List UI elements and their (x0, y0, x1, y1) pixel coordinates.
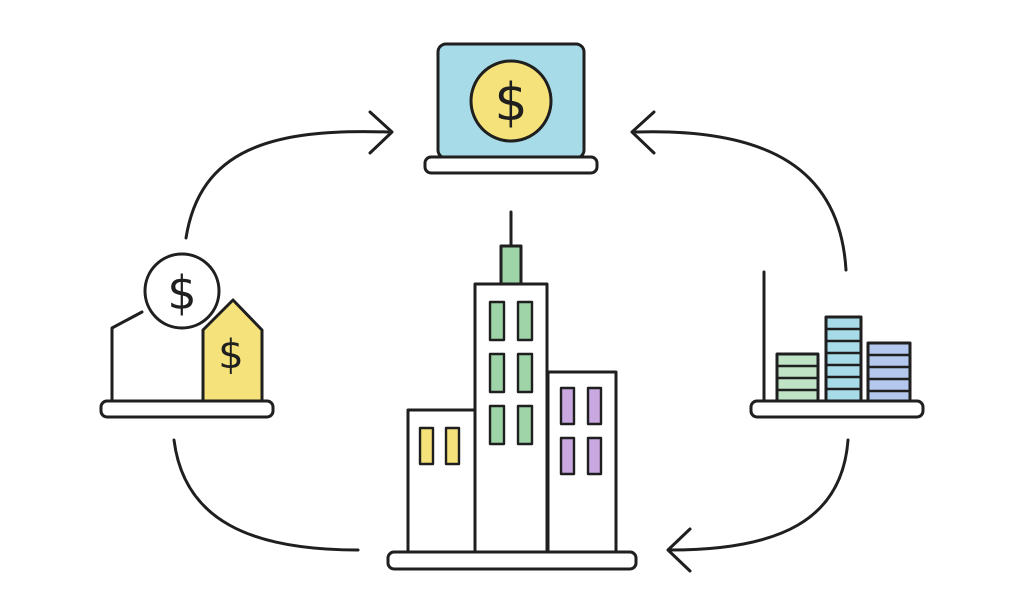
right-platform (749, 399, 925, 419)
left-building (406, 408, 478, 555)
laptop-coin-symbol: $ (494, 73, 527, 133)
arrow-chart-to-city (668, 438, 850, 552)
tower-window (516, 404, 534, 446)
right-building-window (586, 386, 603, 426)
right-building-window (586, 436, 603, 476)
laptop-base (423, 155, 599, 175)
tower-window (488, 352, 506, 394)
city-platform (386, 550, 638, 571)
chart-bar-2 (824, 315, 863, 403)
right-building-window (559, 386, 576, 426)
arrowhead-chart-to-city (666, 527, 692, 573)
left-coin (143, 252, 221, 330)
tower-window (516, 300, 534, 342)
arrow-chart-to-laptop (634, 130, 848, 272)
left-coin-symbol: $ (167, 266, 196, 320)
tower-window (516, 352, 534, 394)
arrow-left-to-city (172, 438, 360, 552)
tower-window (488, 300, 506, 342)
price-tag (201, 298, 264, 404)
house-price-tag-icon: $ $ (99, 252, 275, 419)
city-buildings-icon (386, 210, 638, 571)
price-tag-symbol: $ (218, 332, 243, 378)
tower-spire (499, 244, 523, 286)
laptop-dollar-icon: $ (423, 42, 599, 175)
chart-bar-1 (775, 352, 820, 403)
laptop-coin (469, 59, 553, 143)
chart-bar-3 (866, 341, 912, 403)
right-building (546, 370, 618, 555)
tower-window (488, 404, 506, 446)
right-building-window (559, 436, 576, 476)
bar-chart-icon (749, 270, 925, 419)
center-tower (473, 282, 549, 555)
left-building-window (418, 426, 435, 466)
left-platform (99, 399, 275, 419)
arrowhead-left-to-laptop (368, 110, 394, 155)
arrow-left-to-laptop (184, 130, 390, 240)
left-building-window (444, 426, 461, 466)
arrowhead-chart-to-laptop (630, 110, 656, 155)
cycle-arrows (172, 110, 850, 573)
house-outline (110, 310, 144, 404)
